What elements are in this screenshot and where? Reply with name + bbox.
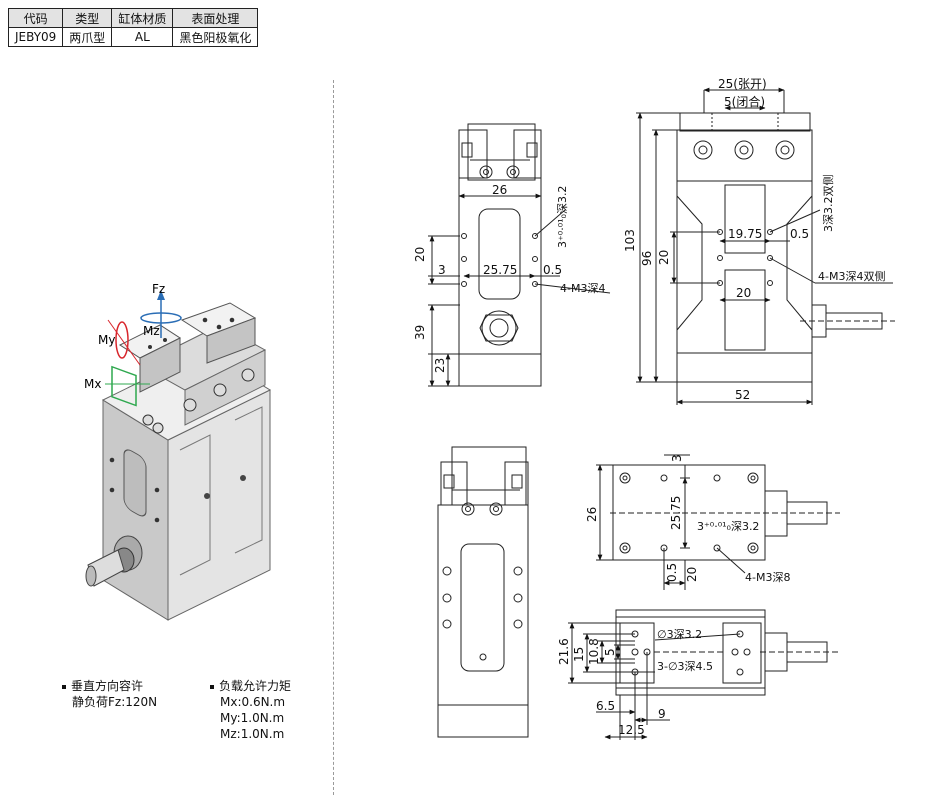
- bottom-dim-20: 20: [685, 567, 699, 582]
- side-view: [636, 87, 895, 405]
- front-dim-23: 23: [433, 358, 447, 373]
- front-pin-note: 3⁺⁰·⁰¹₀深3.2: [556, 186, 569, 248]
- side-dim-20h: 20: [736, 286, 751, 300]
- spec-table: 代码 类型 缸体材质 表面处理 JEBY09 两爪型 AL 黑色阳极氧化: [7, 8, 259, 47]
- side-dim-96: 96: [640, 251, 654, 266]
- spec-value-type: 两爪型: [62, 27, 113, 47]
- static-load-line2: 静负荷Fz:120N: [72, 695, 158, 709]
- side-dim-20v: 20: [657, 250, 671, 265]
- top-hole-note2: 3-∅3深4.5: [657, 660, 713, 673]
- front-dim-05: 0.5: [543, 263, 562, 277]
- fz-label: Fz: [152, 282, 165, 296]
- spec-value-row: JEBY09 两爪型 AL 黑色阳极氧化: [7, 27, 259, 47]
- side-dim-103: 103: [623, 229, 637, 252]
- front-view-labels: 26 20 3 25.75 0.5 39 23 3⁺⁰·⁰¹₀深3.2 4-M3…: [413, 183, 605, 373]
- side-tap-note: 4-M3深4双侧: [818, 270, 885, 283]
- top-dim-108: 10.8: [587, 638, 601, 665]
- bottom-view-labels: 3 26 25.75 0.5 20 3⁺⁰·⁰¹₀深3.2 4-M3深8: [585, 454, 790, 584]
- top-dim-216: 21.6: [557, 638, 571, 665]
- front-dim-2575: 25.75: [483, 263, 517, 277]
- spec-value-finish: 黑色阳极氧化: [172, 27, 259, 47]
- spec-value-code: JEBY09: [7, 27, 64, 47]
- top-dim-125: 12.5: [618, 723, 645, 737]
- my-label: My: [98, 333, 115, 347]
- mx-label: Mx: [84, 377, 101, 391]
- bottom-dim-2575: 25.75: [669, 496, 683, 530]
- bullet-icon: [210, 684, 214, 689]
- bottom-dim-05: 0.5: [665, 563, 679, 582]
- static-load-line1: 垂直方向容许: [71, 679, 144, 693]
- spec-value-material: AL: [111, 27, 174, 47]
- front-dim-26: 26: [492, 183, 507, 197]
- view-divider: [333, 80, 334, 795]
- bottom-dim-3: 3: [670, 454, 684, 462]
- spec-header-row: 代码 类型 缸体材质 表面处理: [7, 8, 259, 28]
- moment-title: 负载允许力矩: [219, 679, 292, 693]
- moment-mz: Mz:1.0N.m: [220, 727, 285, 741]
- mz-label: Mz: [143, 324, 160, 338]
- front-tap-note: 4-M3深4: [560, 282, 605, 295]
- top-dim-15: 15: [572, 647, 586, 662]
- moment-mx: Mx:0.6N.m: [220, 695, 286, 709]
- top-view-labels: ∅3深3.2 3-∅3深4.5 21.6 15 10.8 5 6.5 9 12.…: [557, 628, 713, 737]
- moment-note: 负载允许力矩 Mx:0.6N.m My:1.0N.m Mz:1.0N.m: [210, 678, 291, 742]
- bottom-pin-note: 3⁺⁰·⁰¹₀深3.2: [697, 520, 759, 533]
- front-view: [428, 123, 611, 387]
- rear-view: [437, 446, 529, 738]
- bottom-dim-26: 26: [585, 507, 599, 522]
- side-dim-open: 25(张开): [718, 77, 767, 91]
- front-dim-20: 20: [413, 247, 427, 262]
- side-dim-52: 52: [735, 388, 750, 402]
- spec-header-code: 代码: [7, 8, 64, 28]
- side-dim-1975: 19.75: [728, 227, 762, 241]
- top-dim-9: 9: [658, 707, 666, 721]
- bullet-icon: [62, 684, 66, 689]
- top-dim-5: 5: [603, 648, 617, 656]
- side-pin-note: 3深3.2双侧: [822, 175, 835, 233]
- isometric-gripper-illustration: Fz Mz My Mx: [84, 282, 272, 621]
- bottom-view: [596, 454, 840, 590]
- top-view: [568, 609, 840, 740]
- top-hole-note1: ∅3深3.2: [657, 628, 702, 641]
- top-dim-65: 6.5: [596, 699, 615, 713]
- front-dim-39: 39: [413, 325, 427, 340]
- side-dim-closed: 5(闭合): [724, 94, 765, 109]
- bottom-tap-note: 4-M3深8: [745, 571, 790, 584]
- spec-header-material: 缸体材质: [111, 8, 174, 28]
- side-dim-05: 0.5: [790, 227, 809, 241]
- moment-my: My:1.0N.m: [220, 711, 285, 725]
- front-dim-3: 3: [438, 263, 446, 277]
- spec-header-type: 类型: [62, 8, 113, 28]
- static-load-note: 垂直方向容许 静负荷Fz:120N: [62, 678, 157, 710]
- side-view-labels: 25(张开) 5(闭合) 103 96 20 19.75 0.5 20 52 3…: [623, 77, 885, 402]
